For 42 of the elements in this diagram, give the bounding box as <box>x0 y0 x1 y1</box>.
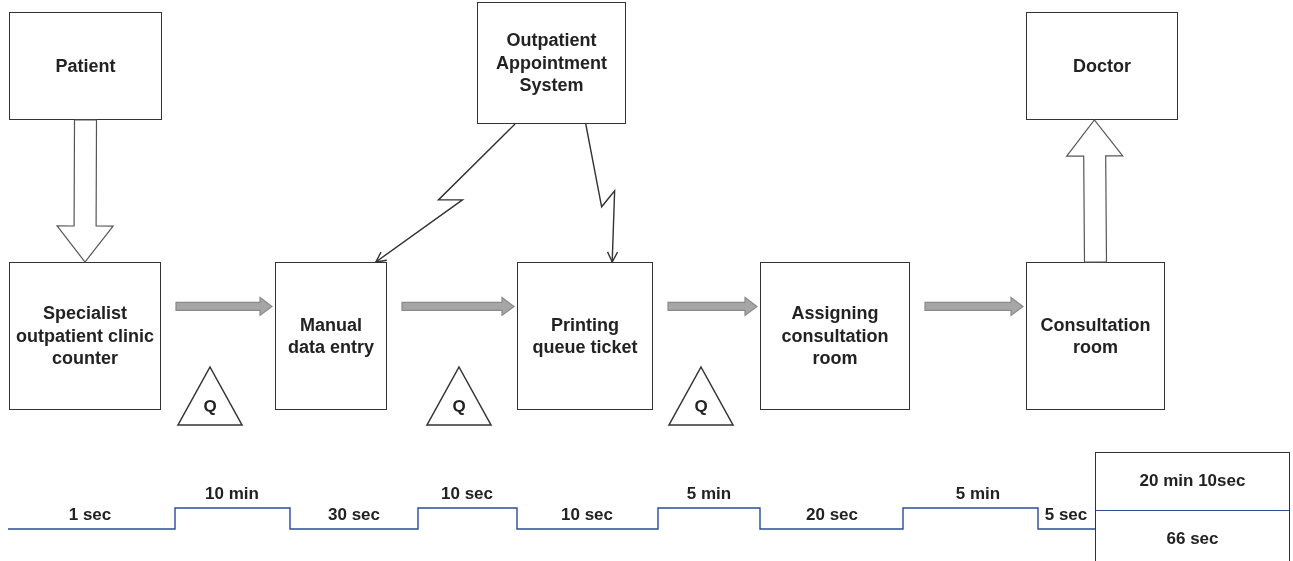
inventory-label: Q <box>452 397 466 417</box>
time-label: 5 sec <box>1044 505 1088 525</box>
total-time: 66 sec <box>1096 509 1289 561</box>
inventory-triangle <box>176 365 244 426</box>
box-label: Consultation room <box>1039 313 1152 359</box>
time-label: 5 min <box>686 484 732 504</box>
flow-arrow <box>401 296 515 317</box>
process-box <box>1026 12 1178 120</box>
inventory-triangle <box>667 365 735 426</box>
inventory-triangle <box>425 365 493 426</box>
time-label: 5 min <box>955 484 1001 504</box>
time-label: 1 sec <box>68 505 112 525</box>
lightning-arrow <box>375 123 516 263</box>
lead-time-box <box>1095 452 1290 561</box>
flow-arrow <box>175 296 273 317</box>
inventory-label: Q <box>203 397 217 417</box>
process-box <box>9 262 161 410</box>
process-box <box>275 262 387 410</box>
flow-arrow <box>924 296 1024 317</box>
total-time: 20 min 10sec <box>1138 470 1247 493</box>
time-label: 10 min <box>205 484 259 504</box>
process-box <box>1026 262 1165 410</box>
time-label: 20 sec <box>806 505 858 525</box>
process-box <box>760 262 910 410</box>
time-label: 10 sec <box>441 484 493 504</box>
flow-arrow <box>667 296 758 317</box>
hollow-arrow <box>55 119 115 263</box>
time-label: 10 sec <box>561 505 613 525</box>
box-label: Patient <box>55 54 116 78</box>
process-box <box>9 12 162 120</box>
process-box <box>477 2 626 124</box>
box-label: Doctor <box>1073 54 1131 78</box>
box-label: Specialist outpatient clinic counter <box>16 302 154 370</box>
time-label: 30 sec <box>328 505 380 525</box>
box-label: Printing queue ticket <box>531 313 639 359</box>
box-label: Manual data entry <box>287 313 375 359</box>
inventory-label: Q <box>694 397 708 417</box>
lightning-arrow <box>585 123 619 263</box>
box-label: Assigning consultation room <box>780 302 890 370</box>
hollow-arrow <box>1065 119 1124 263</box>
process-box <box>517 262 653 410</box>
box-label: Outpatient Appointment System <box>495 29 608 97</box>
